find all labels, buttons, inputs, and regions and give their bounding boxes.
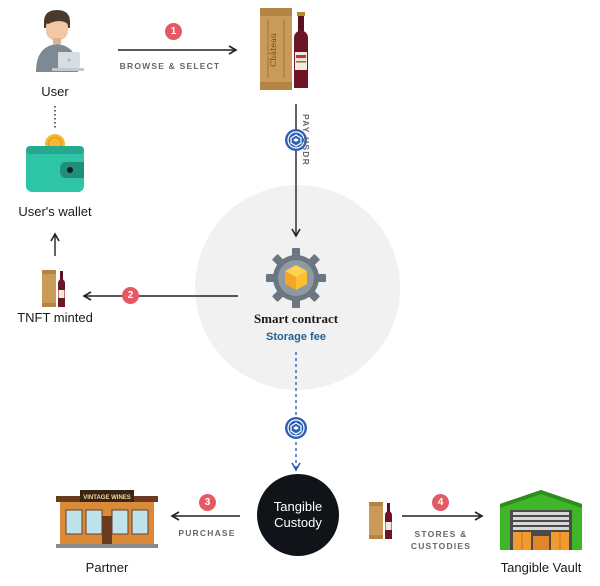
stores-label-line2: CUSTODIES [410,541,472,551]
wallet-icon [26,134,84,192]
wine-bottle-box-icon: Château [260,8,308,90]
storage-fee-label: Storage fee [266,331,326,343]
shop-sign-text: VINTAGE WINES [83,495,131,501]
wine-bottle-box-icon [369,502,392,539]
step-badge-1: 1 [165,23,182,40]
warehouse-icon [500,490,582,550]
step-badge-2: 2 [122,287,139,304]
stores-label-line1: STORES & [414,529,468,539]
tnft-wine-icon [42,270,65,307]
tangible-custody-node: Tangible Custody [257,474,339,556]
user-label: User [41,84,69,99]
tnft-label: TNFT minted [17,310,93,325]
svg-text:Château: Château [269,33,278,67]
usdr-coin-icon [285,417,307,439]
vault-label: Tangible Vault [500,560,582,575]
pay-usdr-label: PAY USDR [301,114,311,166]
gear-cube-icon [266,248,326,308]
wallet-label: User's wallet [18,204,92,219]
usdr-coin-icon [285,129,307,151]
browse-select-label: BROWSE & SELECT [119,61,221,71]
partner-label: Partner [85,560,129,575]
user-at-laptop-icon [36,10,84,72]
purchase-label: PURCHASE [178,528,236,538]
step-badge-4: 4 [432,494,449,511]
custody-label-line1: Tangible [273,499,323,514]
custody-label-line2: Custody [274,515,322,530]
smart-contract-label: Smart contract [253,311,339,326]
stores-custodies-label: STORES & CUSTODIES [411,528,471,552]
step-badge-3: 3 [199,494,216,511]
wine-shop-icon: VINTAGE WINES [56,490,158,548]
